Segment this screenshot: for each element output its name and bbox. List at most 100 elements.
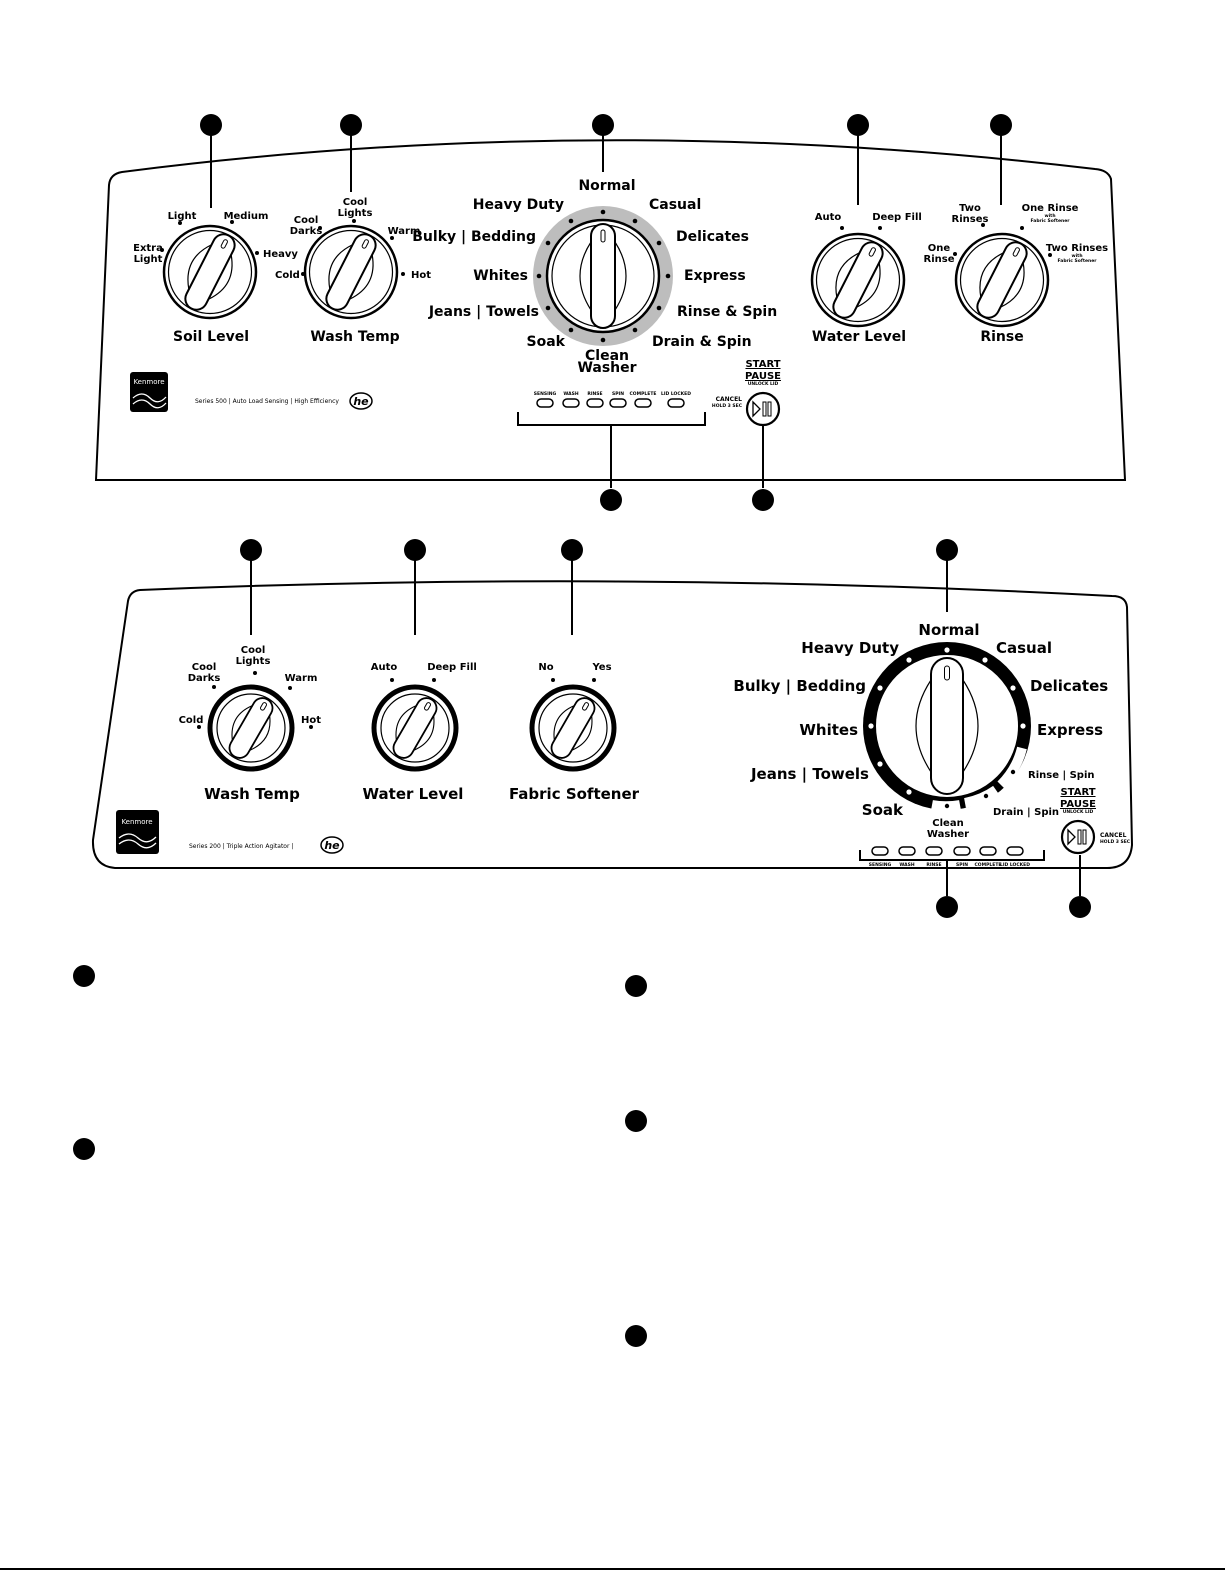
water-deep-fill-bottom: Deep Fill <box>427 662 477 673</box>
svg-text:RINSE: RINSE <box>587 391 602 397</box>
svg-text:COMPLETE: COMPLETE <box>630 391 657 397</box>
water-level-knob-top[interactable]: Auto Deep Fill Water Level <box>810 212 922 345</box>
wash-temp-warm-label: Warm <box>388 226 421 237</box>
svg-text:he: he <box>353 395 369 408</box>
top-callouts <box>200 114 1012 511</box>
svg-text:SENSING: SENSING <box>869 862 892 868</box>
callout-marker <box>1069 896 1091 918</box>
status-light: LID LOCKED <box>1000 846 1030 868</box>
water-deep-fill-label-top: Deep Fill <box>872 212 922 223</box>
svg-text:LID LOCKED: LID LOCKED <box>661 391 691 397</box>
cycle-delicates-top: Delicates <box>676 229 749 245</box>
wash-temp-cold-bottom: Cold <box>179 715 204 726</box>
wash-temp-warm-bottom: Warm <box>285 673 318 684</box>
wash-temp-title-bottom: Wash Temp <box>204 785 300 803</box>
start-label-bottom: START <box>1060 787 1095 798</box>
legend-marker <box>625 1110 647 1132</box>
he-logo-bottom: he <box>320 836 344 854</box>
cycle-delicates-bottom: Delicates <box>1030 677 1108 695</box>
cycle-drain-spin-bottom: Drain | Spin <box>993 807 1059 818</box>
cycle-whites-bottom: Whites <box>799 721 858 739</box>
status-light: WASH <box>562 391 580 408</box>
rinse-one-rinse-softener-label: One Rinse <box>1022 203 1079 214</box>
legend-marker <box>73 965 95 987</box>
callout-marker <box>200 114 222 136</box>
pause-label-top: PAUSE <box>745 371 781 382</box>
cycle-knob-top[interactable]: Normal Casual Delicates Express Rinse & … <box>412 178 777 376</box>
callout-marker <box>847 114 869 136</box>
callout-marker <box>752 489 774 511</box>
cycle-soak-top: Soak <box>527 334 566 350</box>
status-light: SENSING <box>534 391 557 408</box>
pause-icon <box>1077 829 1087 845</box>
cancel-hold-top: HOLD 3 SEC <box>712 403 743 409</box>
water-level-title-top: Water Level <box>812 329 906 345</box>
status-light: COMPLETE <box>975 846 1002 868</box>
soil-heavy-label: Heavy <box>263 249 298 260</box>
start-pause-button-bottom[interactable]: START PAUSE UNLOCK LID CANCEL HOLD 3 SEC <box>1060 787 1131 855</box>
svg-text:WASH: WASH <box>899 862 914 868</box>
status-light: LID LOCKED <box>661 391 691 408</box>
svg-text:he: he <box>324 839 340 852</box>
cycle-rinse-spin-bottom: Rinse | Spin <box>1028 770 1095 781</box>
water-level-title-bottom: Water Level <box>363 785 464 803</box>
svg-text:RINSE: RINSE <box>926 862 941 868</box>
cycle-express-bottom: Express <box>1037 721 1103 739</box>
start-label-top: START <box>745 359 780 370</box>
cycle-dots-bottom <box>868 647 1026 795</box>
callout-marker <box>936 539 958 561</box>
cycle-bulky-bedding-bottom: Bulky | Bedding <box>733 677 866 696</box>
cycle-knob-bottom[interactable]: Normal Casual Delicates Express Rinse | … <box>733 621 1108 840</box>
cancel-label-bottom: CANCEL <box>1100 832 1127 839</box>
cycle-casual-bottom: Casual <box>996 639 1052 657</box>
series-line-bottom: Series 200 | Triple Action Agitator | <box>189 843 293 850</box>
callout-marker <box>240 539 262 561</box>
svg-text:COMPLETE: COMPLETE <box>975 862 1002 868</box>
water-level-knob-bottom[interactable]: Auto Deep Fill Water Level <box>363 662 477 803</box>
svg-text:SENSING: SENSING <box>534 391 557 397</box>
wash-temp-title-top: Wash Temp <box>310 329 399 345</box>
cycle-dots-top <box>536 209 671 343</box>
start-pause-button-top[interactable]: START PAUSE UNLOCK LID CANCEL HOLD 3 SEC <box>712 359 781 427</box>
cycle-normal-top: Normal <box>578 178 635 194</box>
kenmore-logo-bottom: Kenmore <box>116 810 159 854</box>
cycle-soak-bottom: Soak <box>862 801 904 819</box>
cycle-jeans-towels-top: Jeans | Towels <box>428 304 539 320</box>
status-light: SPIN <box>609 391 627 408</box>
wash-temp-hot-label: Hot <box>411 270 431 281</box>
cancel-hold-bottom: HOLD 3 SEC <box>1100 839 1131 845</box>
status-lights-top: SENSING WASH RINSE SPIN COMPLETE LID LOC… <box>534 391 691 408</box>
status-light: SPIN <box>953 846 971 868</box>
fabric-softener-knob[interactable]: No Yes Fabric Softener <box>509 662 640 803</box>
cycle-heavy-duty-bottom: Heavy Duty <box>801 639 899 657</box>
he-logo-top: he <box>349 392 373 410</box>
page-bottom-rule <box>0 1568 1225 1570</box>
soil-light-label: Light <box>168 211 197 222</box>
legend-markers <box>73 965 647 1347</box>
legend-marker <box>73 1138 95 1160</box>
callout-marker <box>404 539 426 561</box>
pause-label-bottom: PAUSE <box>1060 799 1096 810</box>
unlock-label-bottom: UNLOCK LID <box>1063 809 1094 815</box>
cycle-heavy-duty-top: Heavy Duty <box>473 197 564 213</box>
svg-text:SPIN: SPIN <box>956 862 968 868</box>
legend-marker <box>625 975 647 997</box>
svg-text:SPIN: SPIN <box>612 391 624 397</box>
cycle-normal-bottom: Normal <box>918 621 979 639</box>
softener-no-label: No <box>538 662 553 673</box>
cycle-jeans-towels-bottom: Jeans | Towels <box>750 765 869 784</box>
pause-icon <box>762 401 772 417</box>
